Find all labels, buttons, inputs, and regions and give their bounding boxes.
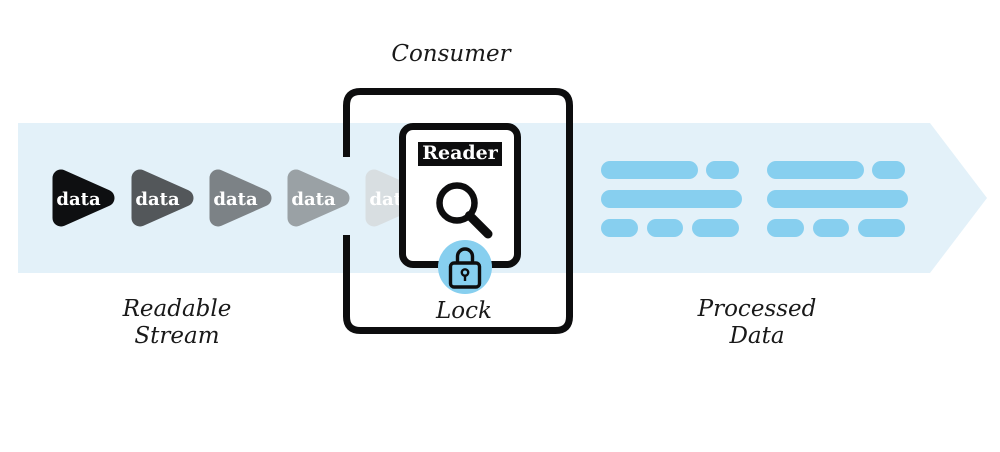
processed-data-bar — [767, 161, 864, 179]
data-chunk-label: data — [213, 189, 258, 210]
data-chunk-label: data — [135, 189, 180, 210]
data-chunk-arrow-icon — [365, 169, 428, 227]
padlock-icon — [448, 247, 482, 289]
magnifier-lens — [436, 182, 478, 224]
processed-data-bar — [872, 161, 905, 179]
processed-data-bar — [813, 219, 849, 237]
processed-data-bar — [601, 161, 698, 179]
processed-data-bar — [601, 190, 742, 208]
processed-data-caption: Processed Data — [698, 296, 817, 350]
data-chunk-arrow-icon — [52, 169, 115, 227]
data-chunk-arrow-icon — [287, 169, 350, 227]
processed-data-bar — [692, 219, 739, 237]
data-chunk-arrow-icon — [131, 169, 194, 227]
processed-data-bar — [858, 219, 905, 237]
data-chunk-arrow-icon — [209, 169, 272, 227]
readable-stream-caption: Readable Stream — [123, 296, 232, 350]
data-chunk: data — [209, 167, 273, 229]
data-chunk-label: data — [56, 189, 101, 210]
readable-stream-caption-line1: Readable — [122, 296, 232, 322]
lock-caption: Lock — [436, 298, 492, 324]
lock-badge — [438, 240, 492, 294]
processed-data-bar — [767, 190, 908, 208]
consumer-box-border — [343, 88, 573, 334]
processed-data-bar — [647, 219, 683, 237]
data-chunk-label: data — [291, 189, 336, 210]
reader-label: Reader — [418, 142, 502, 166]
data-chunk: data — [52, 167, 116, 229]
data-chunk: data — [131, 167, 195, 229]
processed-data-caption-line1: Processed — [697, 296, 817, 322]
processed-data-bar — [767, 219, 804, 237]
processed-data-bar — [706, 161, 739, 179]
readable-stream-caption-line2: Stream — [134, 323, 220, 349]
consumer-caption: Consumer — [391, 41, 511, 67]
processed-data-bar — [601, 219, 638, 237]
data-chunk: data — [287, 167, 351, 229]
magnifier-handle — [465, 211, 493, 239]
processed-data-caption-line2: Data — [729, 323, 785, 349]
magnifier-icon — [436, 182, 493, 239]
